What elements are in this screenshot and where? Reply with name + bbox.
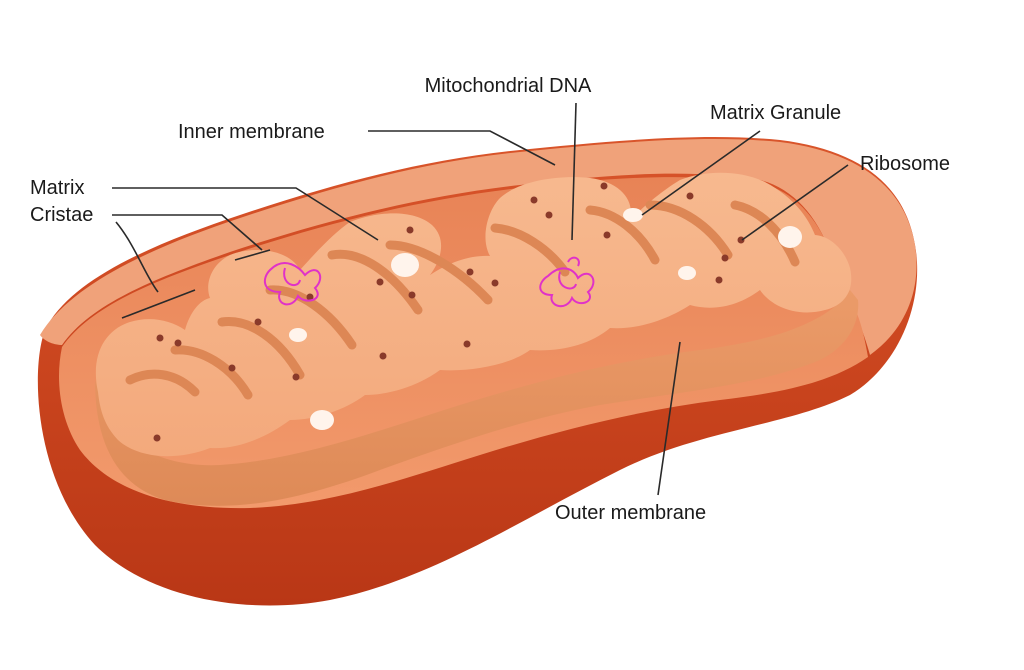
crista-fold <box>585 205 660 265</box>
ribosome-dot <box>737 236 745 244</box>
label-mitochondrial-dna: Mitochondrial DNA <box>425 75 592 97</box>
mitochondrial-dna-leader <box>571 102 577 241</box>
matrix-granule <box>310 410 334 430</box>
ribosome-dot <box>603 231 611 239</box>
leader-lines <box>112 102 849 496</box>
ribosome-dot <box>156 334 164 342</box>
crista-fold <box>645 200 733 260</box>
ribosome-dot <box>466 268 474 276</box>
ribosome-dot <box>721 254 729 262</box>
label-cristae: Cristae <box>30 204 93 226</box>
ribosome-dot <box>376 278 384 286</box>
inner-membrane-side <box>95 290 859 506</box>
cristae-leader <box>112 214 263 251</box>
outer-membrane-rim <box>40 139 917 355</box>
outer-membrane-leader <box>657 341 681 496</box>
mitochondrial-dna-strands <box>263 256 595 308</box>
ribosome-dot <box>600 182 608 190</box>
ribosome-dot <box>379 352 387 360</box>
matrix-granule <box>623 208 643 222</box>
ribosome-dot <box>408 291 416 299</box>
dna-loop <box>539 256 595 308</box>
matrix-granule <box>678 266 696 280</box>
crista-fold <box>490 223 570 277</box>
ribosome-dot <box>228 364 236 372</box>
label-ribosome: Ribosome <box>860 153 950 175</box>
ribosome-dot <box>406 226 414 234</box>
ribosome-dot <box>153 434 161 442</box>
labels: Mitochondrial DNA Inner membrane Matrix … <box>30 75 950 524</box>
matrix-leader <box>112 187 379 241</box>
ribosome-dot <box>306 293 314 301</box>
cristae-folds <box>125 200 800 400</box>
ribosome-dot <box>530 196 538 204</box>
cristae-leader-curve <box>115 221 159 293</box>
ribosome-dot <box>686 192 694 200</box>
crista-fold <box>327 249 423 315</box>
label-inner-membrane: Inner membrane <box>178 121 325 143</box>
ribosome-dot <box>491 279 499 287</box>
inner-membrane <box>95 172 859 506</box>
ribosome-dot <box>463 340 471 348</box>
crista-fold <box>217 317 305 380</box>
matrix-granule <box>778 226 802 248</box>
crista-fold <box>170 345 253 400</box>
cristae-edge-lower <box>121 289 196 319</box>
crista-fold <box>730 200 800 267</box>
label-matrix: Matrix <box>30 177 84 199</box>
ribosome-leader <box>741 164 849 241</box>
ribosome-dot <box>292 373 300 381</box>
label-matrix-granule: Matrix Granule <box>710 102 841 124</box>
inner-membrane-leader <box>368 130 556 166</box>
ribosome-dot <box>715 276 723 284</box>
crista-fold <box>385 240 493 305</box>
dna-loop <box>263 262 322 306</box>
cristae-edge-upper <box>234 249 271 261</box>
ribosome-dot <box>254 318 262 326</box>
crista-fold <box>265 285 357 350</box>
ribosomes <box>153 182 745 442</box>
inner-membrane-top <box>95 172 852 457</box>
crista-fold <box>125 369 200 397</box>
matrix-granule-leader <box>641 130 761 216</box>
matrix-granule <box>391 253 419 277</box>
matrix-granule <box>289 328 307 342</box>
matrix-granules <box>289 208 802 430</box>
label-outer-membrane: Outer membrane <box>555 502 706 524</box>
ribosome-dot <box>174 339 182 347</box>
ribosome-dot <box>545 211 553 219</box>
